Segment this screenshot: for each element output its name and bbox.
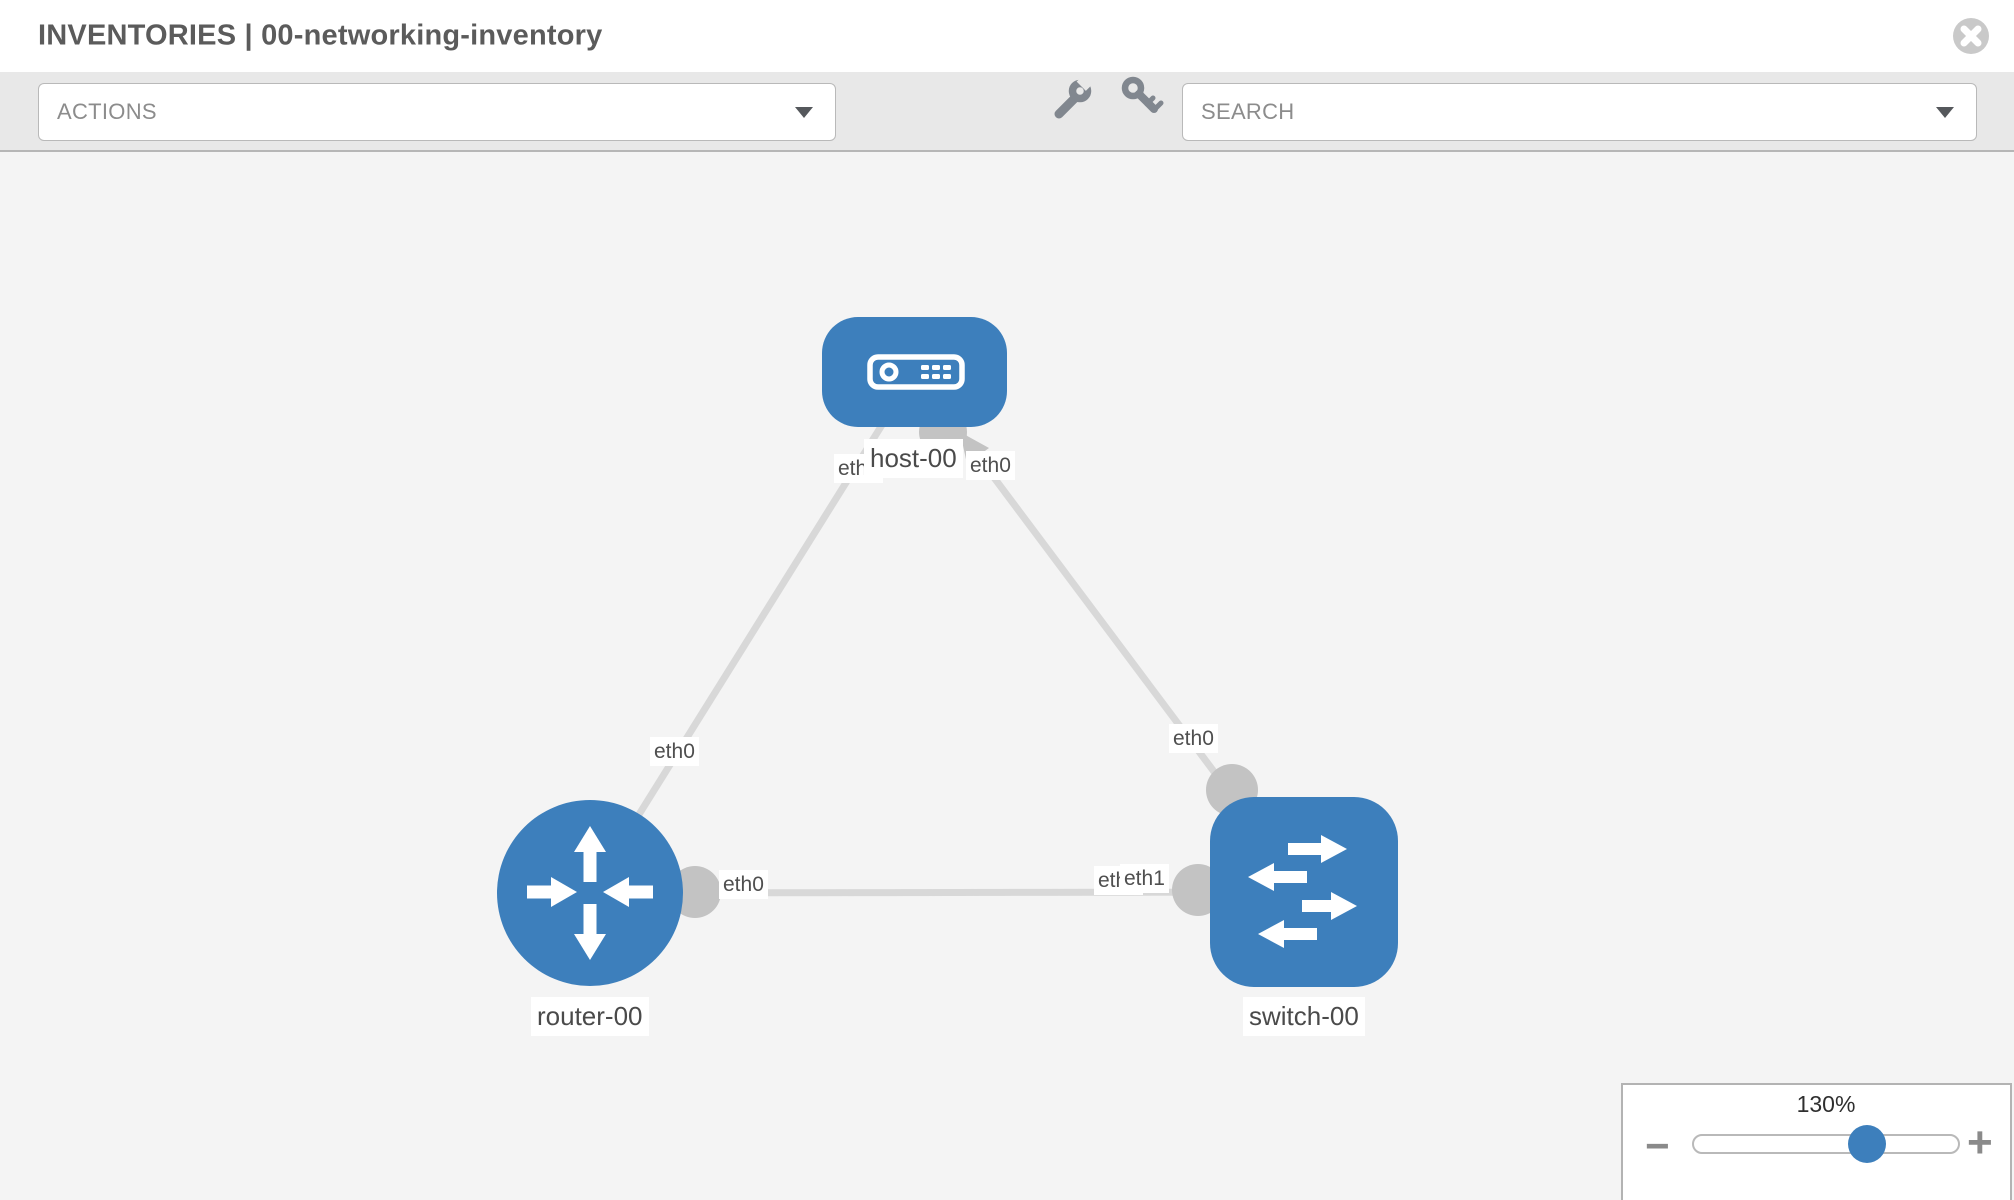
node-label-switch: switch-00 xyxy=(1243,997,1365,1036)
zoom-slider-handle[interactable] xyxy=(1848,1125,1886,1163)
iface-label-eth0: eth0 xyxy=(650,737,699,767)
host-icon xyxy=(867,354,965,390)
iface-label-eth0: eth0 xyxy=(1169,724,1218,754)
toolbar: ACTIONS SEARCH xyxy=(0,72,2014,152)
key-button[interactable] xyxy=(1112,72,1168,157)
actions-dropdown-label: ACTIONS xyxy=(57,99,157,124)
search-dropdown-label: SEARCH xyxy=(1201,99,1295,124)
node-host[interactable] xyxy=(822,317,1007,427)
header: INVENTORIES | 00-networking-inventory xyxy=(0,0,2014,72)
zoom-slider-track[interactable] xyxy=(1692,1125,1960,1163)
iface-label-eth0: eth0 xyxy=(719,870,768,900)
zoom-out-button[interactable]: − xyxy=(1645,1122,1670,1169)
chevron-down-icon xyxy=(795,106,813,118)
page-title: INVENTORIES | 00-networking-inventory xyxy=(38,19,603,52)
zoom-panel: 130% − + xyxy=(1621,1083,2012,1200)
close-button[interactable] xyxy=(1952,17,1990,55)
zoom-level: 130% xyxy=(1796,1091,1856,1117)
topology-canvas[interactable]: host-00 router-00 switch-00 eth0 eth0 et… xyxy=(0,152,2014,1200)
iface-label-eth0: eth0 xyxy=(966,451,1015,481)
zoom-in-button[interactable]: + xyxy=(1967,1118,1993,1167)
chevron-down-icon xyxy=(1936,106,1954,118)
node-label-host: host-00 xyxy=(864,439,963,478)
actions-dropdown[interactable]: ACTIONS xyxy=(38,83,836,141)
key-icon xyxy=(1121,76,1164,113)
node-label-router: router-00 xyxy=(531,997,649,1036)
router-icon xyxy=(527,826,653,960)
node-router[interactable] xyxy=(497,800,683,986)
node-switch[interactable] xyxy=(1210,797,1398,987)
iface-label-eth1: eth1 xyxy=(1120,864,1169,894)
wrench-button[interactable] xyxy=(1046,72,1098,157)
close-icon xyxy=(1953,18,1989,54)
switch-icon xyxy=(1248,835,1357,948)
wrench-icon xyxy=(1054,73,1095,119)
search-dropdown[interactable]: SEARCH xyxy=(1182,83,1977,141)
